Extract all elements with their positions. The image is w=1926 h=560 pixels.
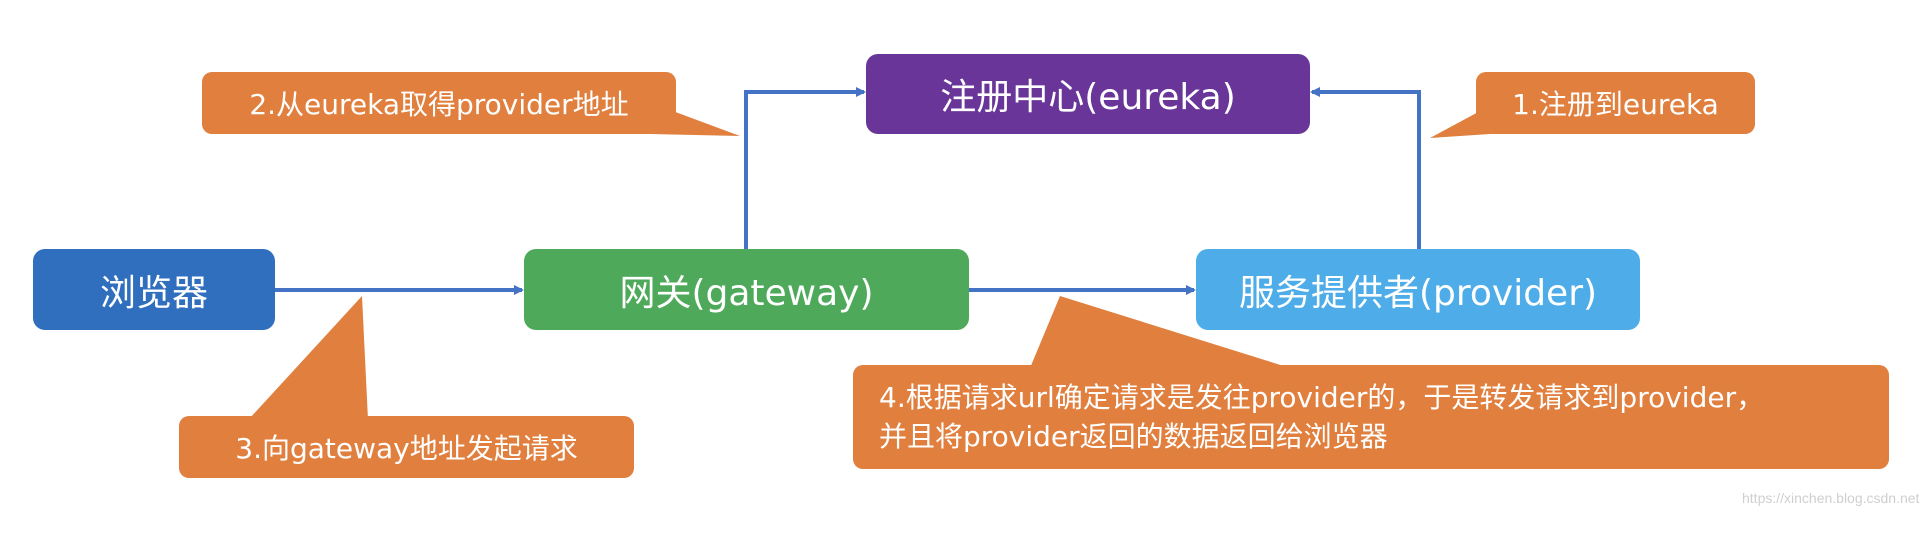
provider-node: 服务提供者(provider) (1196, 249, 1640, 330)
callout-fetch-address: 2.从eureka取得provider地址 (202, 72, 676, 134)
browser-node: 浏览器 (33, 249, 275, 330)
arrow-gateway-to-registry (744, 87, 866, 249)
callout-request-gateway: 3.向gateway地址发起请求 (179, 416, 634, 478)
arrow-provider-to-registry (1310, 87, 1421, 249)
callout-route-line1: 4.根据请求url确定请求是发往provider的，于是转发请求到provide… (879, 381, 1765, 414)
callout-tail-register (1430, 110, 1490, 138)
registry-node: 注册中心(eureka) (866, 54, 1310, 134)
gateway-node: 网关(gateway) (524, 249, 969, 330)
callout-route: 4.根据请求url确定请求是发往provider的，于是转发请求到provide… (853, 365, 1889, 469)
callout-tail-request (250, 296, 368, 420)
callout-route-line2: 并且将provider返回的数据返回给浏览器 (879, 420, 1388, 453)
callout-tail-route (1030, 296, 1290, 368)
watermark: https://xinchen.blog.csdn.net (1742, 490, 1920, 506)
callout-register: 1.注册到eureka (1476, 72, 1755, 134)
